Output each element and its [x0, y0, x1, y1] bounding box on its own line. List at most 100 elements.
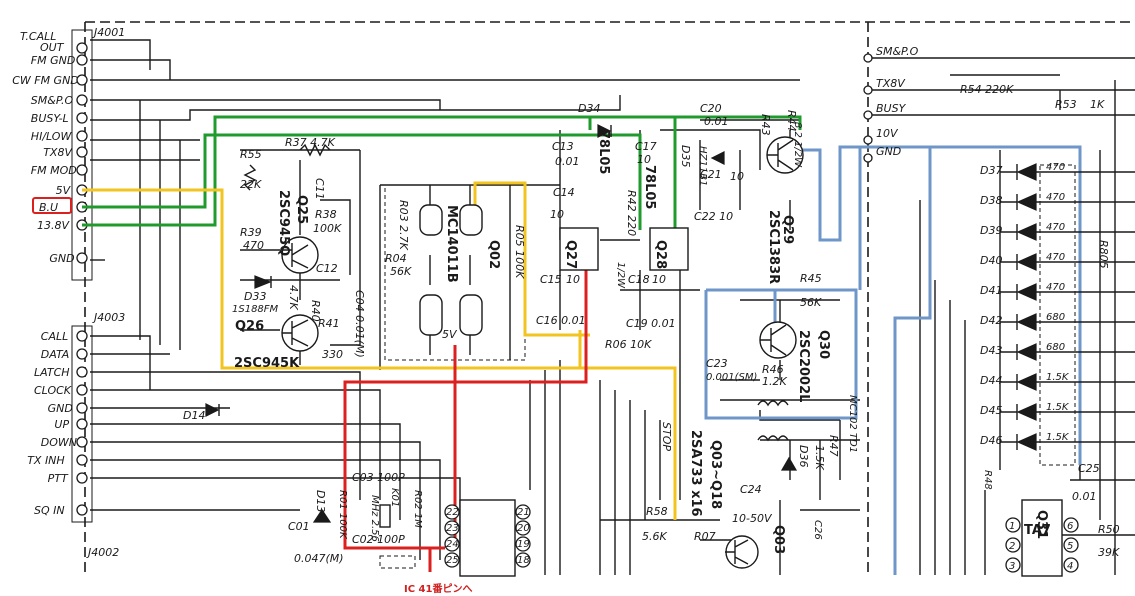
c15-value: 10: [566, 273, 580, 286]
r06-label: R06 10K: [605, 338, 652, 351]
q03-ref: Q03~Q18: [708, 440, 723, 509]
transistor-q26: Q26 2SC945K: [234, 314, 319, 371]
c18-value: 10: [652, 273, 666, 286]
led-label-3: D40: [980, 254, 1002, 267]
q02-ref: Q02: [486, 240, 501, 269]
led-3: [1016, 253, 1037, 271]
r46-value: 1.2K: [762, 375, 787, 388]
q31-type: TA7: [1024, 523, 1051, 538]
q26-type: 2SC945K: [234, 356, 300, 371]
j4003-pin-8: [76, 472, 88, 484]
r47-label: R47: [827, 435, 840, 457]
ic-q27: Q27 78L05: [559, 130, 611, 271]
led-label-7: D44: [980, 374, 1002, 387]
r55-value: 22K: [240, 178, 262, 191]
right-pin-label-0: SM&P.O: [876, 45, 919, 58]
ic-pin-left-label-2: 24: [446, 539, 459, 550]
right-pin-4: [863, 153, 873, 163]
led-5: [1016, 313, 1037, 331]
right-pin-3: [863, 135, 873, 145]
q31-pin-right-label-0: 6: [1067, 521, 1073, 532]
d33-value: 1S188FM: [232, 304, 279, 315]
ic-pin-right-3: [515, 552, 531, 568]
q31-pin-right-0: [1063, 517, 1079, 533]
r46-label: R46: [762, 363, 784, 376]
q31-pin-right-1: [1063, 537, 1079, 553]
j4003-pin-4: [76, 402, 88, 414]
j4003-pin-7: [76, 454, 88, 466]
blue-trace: [704, 145, 1082, 575]
c02-label: C02 100P: [352, 533, 405, 546]
j4001-pin-5: [76, 130, 88, 142]
j4001-pin-4: [76, 112, 88, 124]
r40-value: 4.7K: [287, 285, 300, 310]
j4001-pin-label-2: CW FM GND: [12, 74, 79, 87]
j4001-pin-label-3: SM&P.O: [31, 94, 74, 107]
q02-type: MC14011B: [444, 205, 459, 283]
ic-pin-right-label-1: 20: [517, 523, 530, 534]
r07-label: R07: [694, 530, 716, 543]
j4001-pin-7: [76, 164, 88, 176]
c13-label: C13: [552, 140, 574, 153]
r01-label: R01 100K: [337, 490, 348, 540]
j4003-pin-6: [76, 436, 88, 448]
c14-label: C14: [553, 186, 575, 199]
r45-label: R45: [800, 272, 822, 285]
d14-label: D14: [183, 409, 205, 422]
j4001-pin-label-6: TX8V: [43, 146, 73, 159]
r41-value: 330: [322, 348, 343, 361]
led-label-4: D41: [980, 284, 1002, 297]
j4003-pin-label-6: DOWN: [41, 436, 77, 449]
r37-label: R37 4.7K: [285, 136, 336, 149]
q31-pin-left-2: [1005, 557, 1021, 573]
d34-label: D34: [578, 102, 600, 115]
right-pin-1: [863, 85, 873, 95]
c24-label: C24: [740, 483, 762, 496]
led-6: [1016, 343, 1037, 361]
q28-type: 78L05: [642, 165, 657, 209]
r53-label: R53: [1055, 98, 1077, 111]
r54-label: R54 220K: [960, 83, 1014, 96]
led-9: [1016, 433, 1037, 451]
c17-value: 10: [637, 153, 651, 166]
q25-ref: Q25: [294, 195, 309, 224]
c03-label: C03 100P: [352, 471, 405, 484]
led-label-6: D43: [980, 344, 1002, 357]
q30-ref: Q30: [816, 330, 831, 359]
bu-highlight-box: [32, 197, 72, 214]
led-label-8: D45: [980, 404, 1002, 417]
ic-pin-right-label-0: 21: [517, 507, 530, 518]
r40-label: R40: [309, 300, 322, 322]
j4003-pin-label-3: CLOCK: [34, 384, 72, 397]
j4003-pin-label-4: GND: [48, 402, 73, 415]
r02-label: R02 1M: [412, 490, 423, 528]
d35-label: D35: [679, 145, 692, 167]
c20-label: C20: [700, 102, 722, 115]
ic-pin-right-1: [515, 520, 531, 536]
r45-value: 56K: [800, 296, 822, 309]
q31-pin-right-2: [1063, 557, 1079, 573]
j4001-pin-label-7: FM MOD: [31, 164, 77, 177]
led-res-6: 680: [1046, 342, 1065, 353]
q31-pin-left-label-2: 3: [1009, 561, 1015, 572]
j4001-pin-label-11: GND: [49, 252, 74, 265]
ic-pin-note: IC 41番ピンへ: [404, 582, 472, 595]
q27-type: 78L05: [596, 130, 611, 174]
ic-pin-right-0: [515, 504, 531, 520]
c25-value: 0.01: [1072, 490, 1097, 503]
led-res-7: 1.5K: [1046, 372, 1070, 383]
q28-ref: Q28: [653, 240, 668, 269]
k01-label: K01: [389, 488, 400, 507]
q29-ref: Q29: [780, 215, 795, 244]
j4001-pin-11: [76, 252, 88, 264]
led-0: [1016, 163, 1037, 181]
c23-label: C23: [706, 357, 728, 370]
j4003-label: J4003: [92, 311, 125, 324]
ic-pin-right-label-3: 18: [517, 555, 530, 566]
r38-label: R38: [315, 208, 337, 221]
c24-value: 10-50V: [732, 512, 773, 525]
c22-label: C22 10: [694, 210, 733, 223]
j4003-pin-1: [76, 348, 88, 360]
r44-label: R44: [785, 110, 798, 132]
